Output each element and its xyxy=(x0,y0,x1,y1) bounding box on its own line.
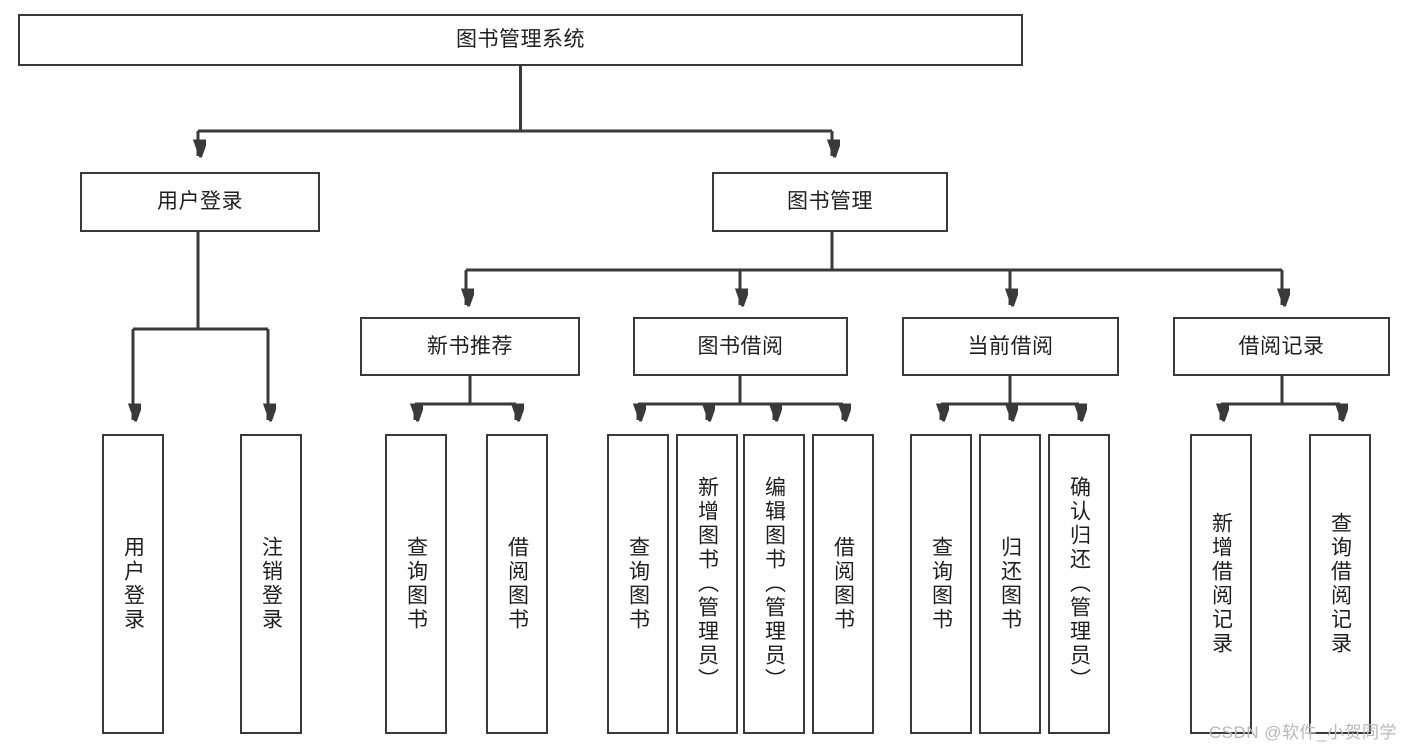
node-label: 注销登录 xyxy=(259,536,283,632)
node-book-borrowing[interactable]: 图书借阅 xyxy=(633,317,848,376)
node-leaf-borrow-book-recommend[interactable]: 借阅图书 xyxy=(486,434,548,734)
node-leaf-confirm-return-admin[interactable]: 确认归还（管理员） xyxy=(1048,434,1110,734)
node-new-book-recommendation[interactable]: 新书推荐 xyxy=(360,317,580,376)
node-label: 当前借阅 xyxy=(967,334,1054,358)
node-leaf-borrow-book[interactable]: 借阅图书 xyxy=(812,434,874,734)
node-leaf-query-book-borrow[interactable]: 查询图书 xyxy=(607,434,669,734)
watermark-csdn: CSDN @软件_小贺同学 xyxy=(1208,723,1397,742)
node-leaf-add-borrow-record[interactable]: 新增借阅记录 xyxy=(1190,434,1252,734)
node-label: 图书管理 xyxy=(787,190,873,214)
node-current-borrowing[interactable]: 当前借阅 xyxy=(902,317,1119,376)
node-label: 编辑图书（管理员） xyxy=(762,476,786,692)
node-leaf-query-book-recommend[interactable]: 查询图书 xyxy=(385,434,447,734)
node-label: 新增图书（管理员） xyxy=(695,476,719,692)
node-leaf-user-login[interactable]: 用户登录 xyxy=(102,434,164,734)
node-label: 图书借阅 xyxy=(697,334,784,358)
node-label: 查询图书 xyxy=(626,536,650,632)
node-label: 借阅记录 xyxy=(1238,334,1325,358)
node-leaf-add-book-admin[interactable]: 新增图书（管理员） xyxy=(676,434,738,734)
node-leaf-user-logout[interactable]: 注销登录 xyxy=(240,434,302,734)
node-label: 查询图书 xyxy=(404,536,428,632)
node-leaf-return-book[interactable]: 归还图书 xyxy=(979,434,1041,734)
node-leaf-query-borrow-record[interactable]: 查询借阅记录 xyxy=(1309,434,1371,734)
node-label: 确认归还（管理员） xyxy=(1067,476,1091,692)
node-label: 新书推荐 xyxy=(427,334,513,358)
node-leaf-edit-book-admin[interactable]: 编辑图书（管理员） xyxy=(743,434,805,734)
node-label: 借阅图书 xyxy=(831,536,855,632)
node-label: 图书管理系统 xyxy=(456,28,585,52)
node-label: 借阅图书 xyxy=(505,536,529,632)
node-label: 用户登录 xyxy=(157,190,243,214)
node-borrowing-record[interactable]: 借阅记录 xyxy=(1173,317,1390,376)
node-label: 用户登录 xyxy=(121,536,145,632)
node-label: 新增借阅记录 xyxy=(1209,512,1233,656)
node-book-management[interactable]: 图书管理 xyxy=(712,172,948,232)
node-user-login[interactable]: 用户登录 xyxy=(80,172,320,232)
node-leaf-query-book-current[interactable]: 查询图书 xyxy=(910,434,972,734)
node-label: 查询借阅记录 xyxy=(1328,512,1352,656)
node-label: 归还图书 xyxy=(998,536,1022,632)
node-root-book-management-system[interactable]: 图书管理系统 xyxy=(18,14,1023,66)
node-label: 查询图书 xyxy=(929,536,953,632)
